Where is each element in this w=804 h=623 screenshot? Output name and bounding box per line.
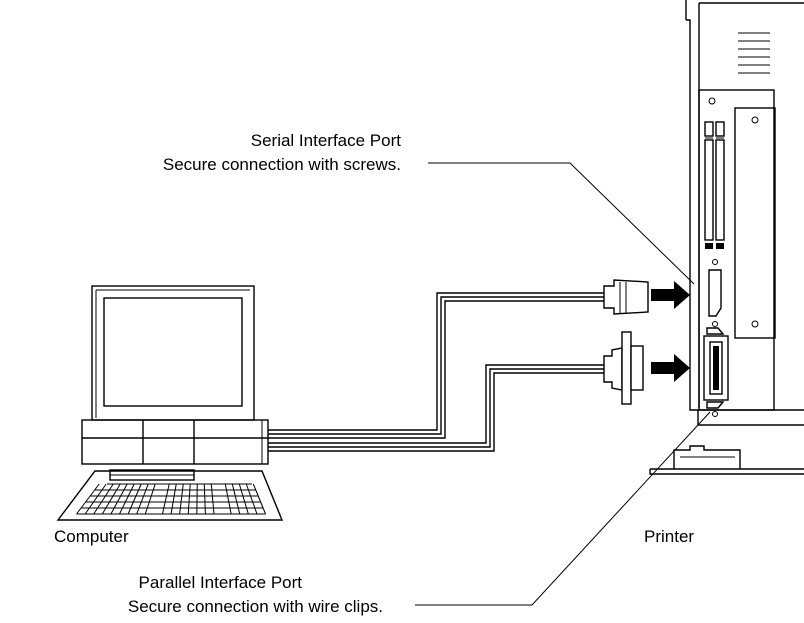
parallel-leader-line bbox=[415, 411, 711, 606]
parallel-port-note: Secure connection with wire clips. bbox=[127, 597, 383, 616]
serial-leader-line bbox=[428, 162, 695, 285]
parallel-cable bbox=[268, 331, 644, 452]
serial-cable bbox=[268, 279, 649, 439]
serial-arrow-icon bbox=[651, 281, 690, 309]
parallel-port-label: Parallel Interface Port bbox=[138, 573, 302, 592]
parallel-arrow-icon bbox=[651, 354, 690, 382]
printer-label: Printer bbox=[644, 527, 695, 546]
printer-card-slots bbox=[704, 121, 725, 249]
computer-label: Computer bbox=[54, 527, 129, 546]
serial-port-note: Secure connection with screws. bbox=[162, 155, 401, 174]
serial-port-label: Serial Interface Port bbox=[250, 131, 401, 150]
printer-parallel-port bbox=[703, 327, 729, 417]
computer-keyboard bbox=[56, 469, 284, 521]
printer-vent-grille bbox=[738, 32, 770, 74]
printer-option-panel bbox=[734, 107, 776, 339]
computer-monitor bbox=[91, 285, 255, 421]
printer-base-tray bbox=[649, 445, 804, 475]
printer bbox=[649, 0, 804, 475]
printer-serial-port bbox=[708, 259, 722, 327]
computer-system-unit bbox=[81, 419, 269, 465]
computer bbox=[56, 285, 284, 521]
